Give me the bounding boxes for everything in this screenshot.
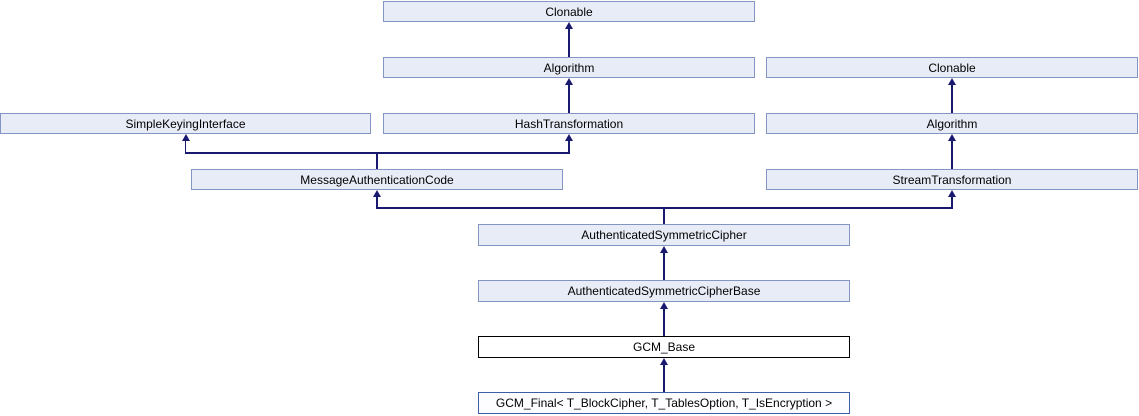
class-node-clonable-right[interactable]: Clonable (766, 57, 1138, 78)
inheritance-edge-line (184, 152, 570, 154)
class-node-stream-transformation[interactable]: StreamTransformation (766, 169, 1138, 190)
class-node-clonable-top[interactable]: Clonable (383, 1, 755, 22)
arrowhead-icon (565, 78, 573, 85)
class-node-simple-keying-interface[interactable]: SimpleKeyingInterface (0, 113, 371, 134)
arrowhead-icon (948, 134, 956, 141)
arrowhead-icon (565, 134, 573, 141)
class-node-authenticated-symmetric-cipher[interactable]: AuthenticatedSymmetricCipher (478, 224, 850, 246)
class-node-algorithm-mid[interactable]: Algorithm (383, 57, 755, 78)
inheritance-edge-line (568, 28, 570, 57)
inheritance-edge-line (376, 153, 378, 169)
inheritance-edge-line (663, 364, 665, 392)
inheritance-edge-line (663, 308, 665, 336)
class-node-message-authentication-code[interactable]: MessageAuthenticationCode (191, 169, 563, 190)
inheritance-edge-line (663, 252, 665, 280)
arrowhead-icon (373, 190, 381, 197)
arrowhead-icon (948, 78, 956, 85)
arrowhead-icon (565, 22, 573, 29)
arrowhead-icon (948, 190, 956, 197)
class-node-gcm-final[interactable]: GCM_Final< T_BlockCipher, T_TablesOption… (478, 392, 850, 414)
class-node-algorithm-right[interactable]: Algorithm (766, 113, 1138, 134)
arrowhead-icon (660, 246, 668, 253)
inheritance-edge-line (184, 140, 187, 154)
inheritance-edge-line (568, 140, 570, 154)
arrowhead-icon (660, 302, 668, 309)
inheritance-edge-line (568, 84, 570, 113)
arrowhead-icon (181, 134, 190, 141)
inheritance-edge-line (376, 207, 953, 209)
inheritance-edge-line (951, 140, 953, 169)
arrowhead-icon (660, 358, 668, 365)
inheritance-edge-line (951, 84, 953, 113)
class-node-gcm-base: GCM_Base (478, 336, 850, 358)
inheritance-edge-line (376, 196, 378, 209)
class-node-authenticated-symmetric-cipher-base[interactable]: AuthenticatedSymmetricCipherBase (478, 280, 850, 302)
inheritance-edge-line (951, 196, 953, 209)
class-node-hash-transformation[interactable]: HashTransformation (383, 113, 755, 134)
inheritance-edge-line (663, 208, 665, 224)
